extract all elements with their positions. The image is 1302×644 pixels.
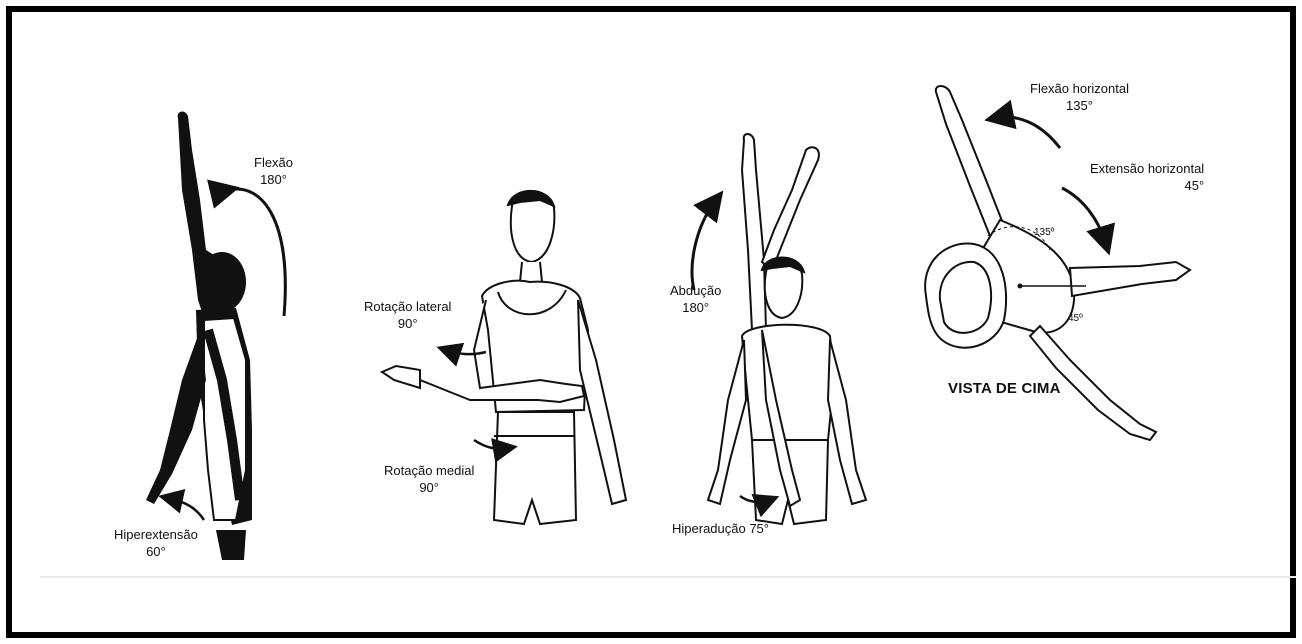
figure-abduction [708, 134, 866, 524]
figure-flexion [146, 112, 252, 560]
angle-label-135: 135º [1034, 224, 1054, 241]
label-flexion: Flexão 180° [254, 154, 293, 188]
abduction-arrow [692, 200, 716, 290]
label-medial-rotation: Rotação medial 90° [384, 462, 474, 496]
label-horizontal-extension: Extensão horizontal 45° [1090, 160, 1204, 194]
label-horizontal-flexion: Flexão horizontal 135° [1030, 80, 1129, 114]
label-abduction: Abdução 180° [670, 282, 721, 316]
horizontal-flexion-arrow [996, 117, 1060, 148]
label-hyperadduction: Hiperadução 75° [672, 520, 769, 537]
label-lateral-rotation: Rotação lateral 90° [364, 298, 451, 332]
top-view-caption: VISTA DE CIMA [948, 380, 1061, 397]
hyperextension-arrow [168, 498, 204, 520]
angle-label-45: 45º [1068, 310, 1083, 327]
label-hyperextension: Hiperextensão 60° [114, 526, 198, 560]
horizontal-extension-arrow [1062, 188, 1106, 244]
